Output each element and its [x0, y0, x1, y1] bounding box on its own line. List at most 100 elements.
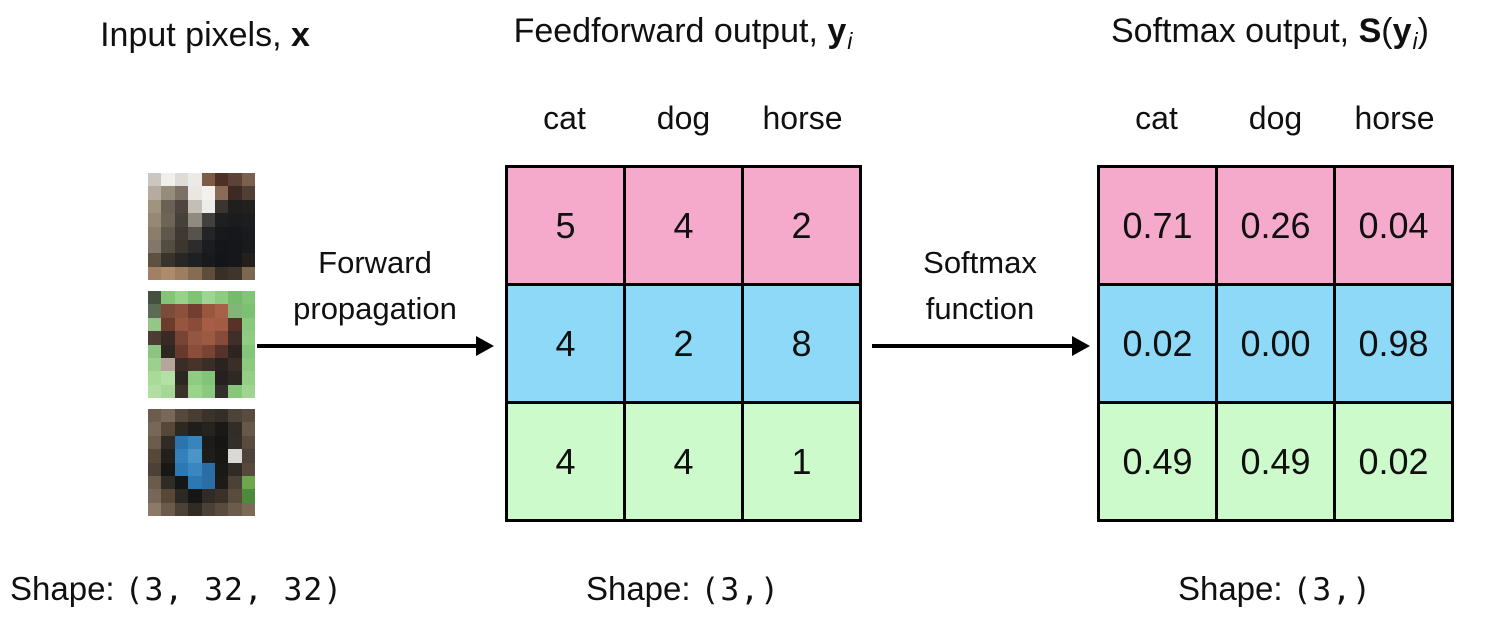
pixel: [148, 475, 162, 490]
pixel: [148, 199, 162, 214]
feedforward-cell: 5: [508, 168, 623, 283]
forward-propagation-line1: Forward: [318, 245, 432, 280]
shape-prefix: Shape:: [585, 570, 691, 607]
pixel: [214, 173, 229, 187]
pixel: [228, 317, 242, 332]
pixel: [161, 462, 175, 476]
pixel: [201, 462, 215, 476]
feedforward-cell: 2: [626, 286, 741, 401]
pixel: [241, 291, 255, 305]
forward-propagation-label: Forward propagation: [260, 240, 490, 332]
pixel: [214, 422, 229, 436]
pixel: [161, 213, 175, 227]
pixel: [214, 435, 229, 450]
feedforward-cell: 4: [626, 404, 741, 519]
feedforward-cell: 4: [626, 168, 741, 283]
pixel: [148, 253, 162, 267]
forward-arrow-head-icon: [476, 336, 494, 356]
pixel: [214, 226, 229, 240]
pixel: [214, 253, 229, 267]
pixel: [188, 475, 202, 490]
softmax-cell: 0.49: [1100, 404, 1215, 519]
input-pixels-title: Input pixels, x: [0, 16, 410, 55]
pixel: [241, 384, 255, 398]
pixel: [241, 449, 255, 463]
pixel: [188, 186, 202, 200]
pixel: [148, 291, 162, 305]
pixel: [228, 331, 242, 345]
pixel: [241, 371, 255, 385]
softmax-header-horse: horse: [1354, 100, 1435, 136]
pixel: [228, 226, 242, 240]
pixel: [228, 435, 242, 450]
pixel: [161, 317, 175, 332]
pixel: [201, 409, 215, 423]
pixel: [214, 357, 229, 372]
dog-photo: [148, 409, 255, 516]
pixel: [188, 489, 202, 503]
pixel: [241, 435, 255, 450]
pixel: [201, 253, 215, 267]
pixel: [188, 462, 202, 476]
pixel: [228, 173, 242, 187]
pixel: [174, 422, 189, 436]
pixel: [188, 344, 202, 358]
pixel: [214, 344, 229, 358]
softmax-header-dog: dog: [1248, 100, 1303, 136]
pixel: [228, 357, 242, 372]
pixel: [241, 199, 255, 214]
pixel: [188, 384, 202, 398]
pixel: [241, 502, 255, 516]
pixel: [148, 489, 162, 503]
feedforward-output-title: Feedforward output, yi: [478, 12, 888, 55]
pixel: [201, 173, 215, 187]
paren-close: ): [1417, 12, 1429, 50]
pixel: [214, 199, 229, 214]
softmax-cell: 0.04: [1336, 168, 1451, 283]
pixel: [174, 449, 189, 463]
softmax-arrow-head-icon: [1072, 336, 1090, 356]
pixel: [188, 422, 202, 436]
pixel: [214, 449, 229, 463]
pixel: [174, 384, 189, 398]
softmax-cell: 0.71: [1100, 168, 1215, 283]
input-shape-label: Shape:(3, 32, 32): [10, 570, 440, 608]
pixel: [201, 357, 215, 372]
pixel: [214, 331, 229, 345]
pixel: [188, 199, 202, 214]
softmax-title-text: Softmax output,: [1111, 12, 1359, 50]
pixel: [148, 502, 162, 516]
softmax-function-line1: Softmax: [923, 245, 1037, 280]
forward-arrow-line: [257, 344, 478, 348]
math-x-symbol: x: [290, 16, 310, 54]
pixel: [214, 384, 229, 398]
pixel: [214, 186, 229, 200]
pixel: [148, 371, 162, 385]
pixel: [188, 502, 202, 516]
cat-photo: [148, 173, 255, 280]
pixel: [161, 199, 175, 214]
pixel: [161, 502, 175, 516]
softmax-cell: 0.00: [1218, 286, 1333, 401]
pixel: [228, 502, 242, 516]
pixel: [228, 213, 242, 227]
pixel: [148, 409, 162, 423]
pixel: [214, 304, 229, 318]
feedforward-title-text: Feedforward output,: [513, 12, 828, 50]
pixel: [201, 344, 215, 358]
pixel: [148, 422, 162, 436]
pixel: [188, 317, 202, 332]
pixel: [174, 173, 189, 187]
pixel: [188, 226, 202, 240]
pixel: [174, 213, 189, 227]
pixel: [201, 502, 215, 516]
pixel: [174, 317, 189, 332]
pixel: [148, 226, 162, 240]
pixel: [228, 266, 242, 280]
pixel: [161, 226, 175, 240]
pixel: [161, 489, 175, 503]
pixel: [161, 304, 175, 318]
pixel: [201, 422, 215, 436]
pixel: [201, 266, 215, 280]
pixel: [161, 253, 175, 267]
